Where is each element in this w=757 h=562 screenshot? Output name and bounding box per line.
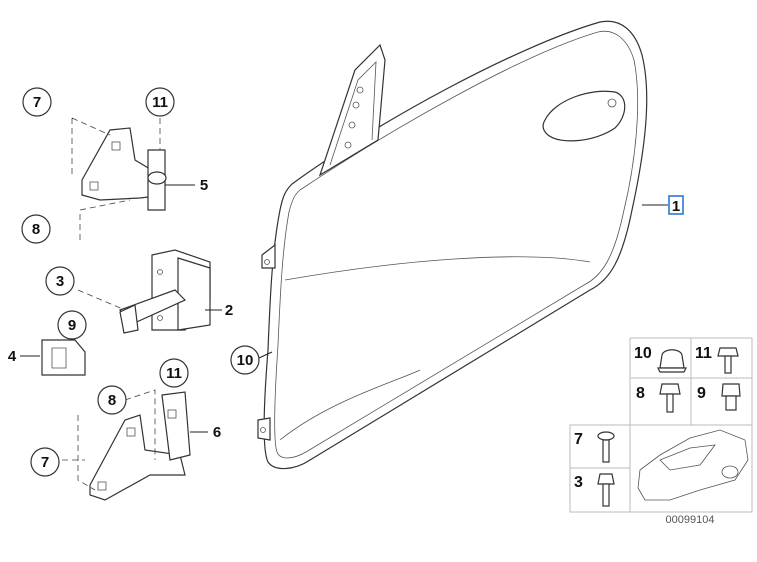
grommet-icon — [657, 349, 687, 373]
callout-1-door: 1 — [668, 195, 684, 215]
svg-text:7: 7 — [574, 431, 583, 448]
callout-5: 5 — [200, 177, 208, 194]
callout-7-upper: 7 — [22, 87, 52, 117]
svg-text:3: 3 — [56, 273, 64, 290]
svg-text:6: 6 — [213, 424, 221, 441]
svg-text:7: 7 — [41, 454, 49, 471]
lower-hinge — [62, 389, 208, 501]
svg-text:8: 8 — [32, 221, 40, 238]
screw-3-icon — [597, 473, 615, 507]
callout-11-upper: 11 — [145, 87, 175, 117]
door-panel — [257, 20, 648, 470]
callout-8-lower: 8 — [97, 385, 127, 415]
bolt-11-icon — [717, 347, 739, 374]
callout-7-lower: 7 — [30, 447, 60, 477]
upper-hinge — [71, 117, 195, 240]
fastener-table: 10 11 8 9 7 3 — [569, 337, 753, 513]
svg-text:4: 4 — [8, 348, 17, 365]
svg-text:2: 2 — [225, 302, 233, 319]
car-icon — [637, 429, 749, 501]
diagram-code: 00099104 — [666, 514, 715, 526]
callout-2: 2 — [225, 302, 233, 319]
svg-text:10: 10 — [237, 352, 254, 369]
callout-9: 9 — [57, 310, 87, 340]
svg-text:3: 3 — [574, 474, 583, 491]
svg-text:7: 7 — [33, 94, 41, 111]
callout-10: 10 — [230, 345, 260, 375]
svg-text:1: 1 — [672, 198, 680, 215]
check-strap — [77, 249, 222, 334]
svg-text:8: 8 — [108, 392, 116, 409]
buffer-part — [20, 339, 86, 376]
svg-text:9: 9 — [697, 385, 706, 402]
callout-6: 6 — [213, 424, 221, 441]
svg-text:5: 5 — [200, 177, 208, 194]
callouts: 7 11 5 8 3 2 9 4 10 11 8 6 7 1 — [8, 87, 684, 477]
svg-text:11: 11 — [152, 94, 168, 111]
callout-11-lower: 11 — [159, 358, 189, 388]
svg-text:10: 10 — [634, 345, 652, 362]
svg-text:8: 8 — [636, 385, 645, 402]
screw-9-icon — [721, 383, 741, 411]
callout-3: 3 — [45, 266, 75, 296]
svg-text:11: 11 — [166, 365, 182, 382]
bolt-7-icon — [597, 431, 615, 463]
svg-text:9: 9 — [68, 317, 76, 334]
svg-text:11: 11 — [695, 345, 712, 362]
callout-8-upper: 8 — [21, 214, 51, 244]
bolt-8-icon — [659, 383, 681, 413]
callout-4: 4 — [8, 348, 17, 365]
